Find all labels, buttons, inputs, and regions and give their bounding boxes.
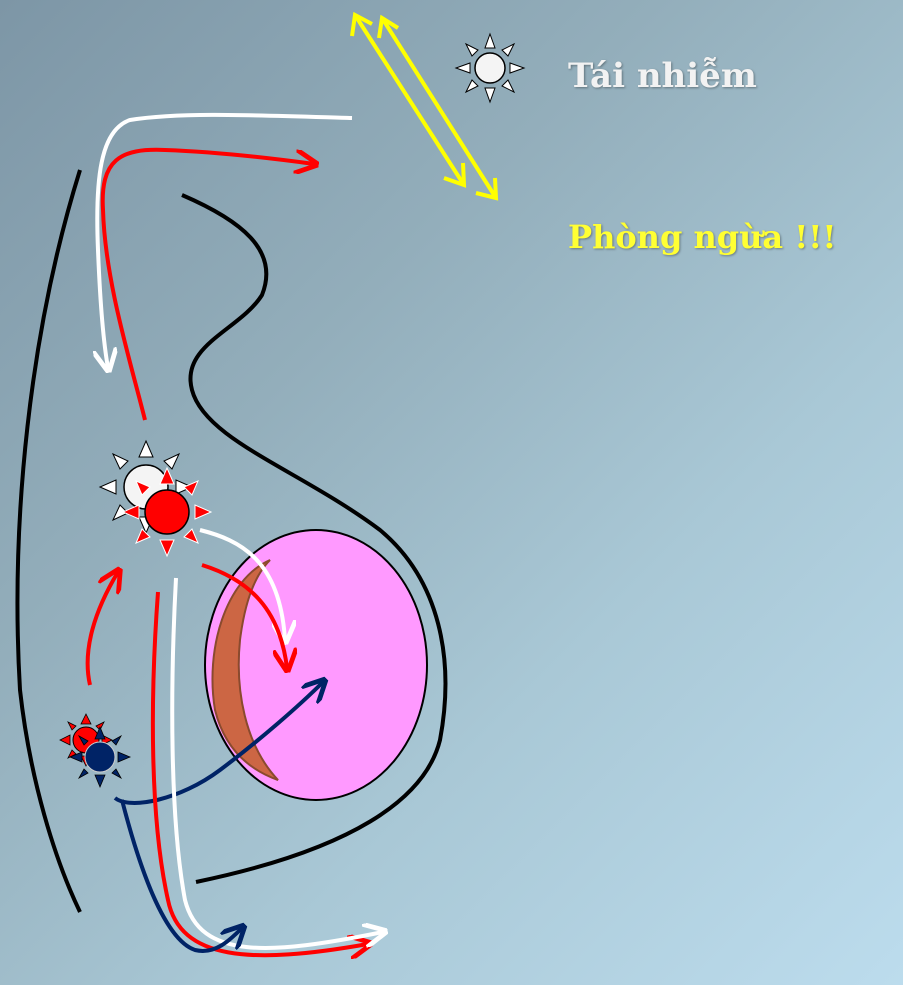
- white-sun-icon: [456, 34, 524, 102]
- yellow-double-arrow-icon: [352, 15, 496, 198]
- prevention-label: Phòng ngừa !!!: [568, 218, 836, 256]
- red-sun-icon: [123, 468, 211, 556]
- red-upward-path: [88, 572, 118, 685]
- red-top-path: [103, 150, 314, 420]
- reinfection-label: Tái nhiễm: [568, 56, 757, 96]
- navy-sun-icon: [70, 727, 130, 787]
- left-boundary-curve: [18, 170, 81, 912]
